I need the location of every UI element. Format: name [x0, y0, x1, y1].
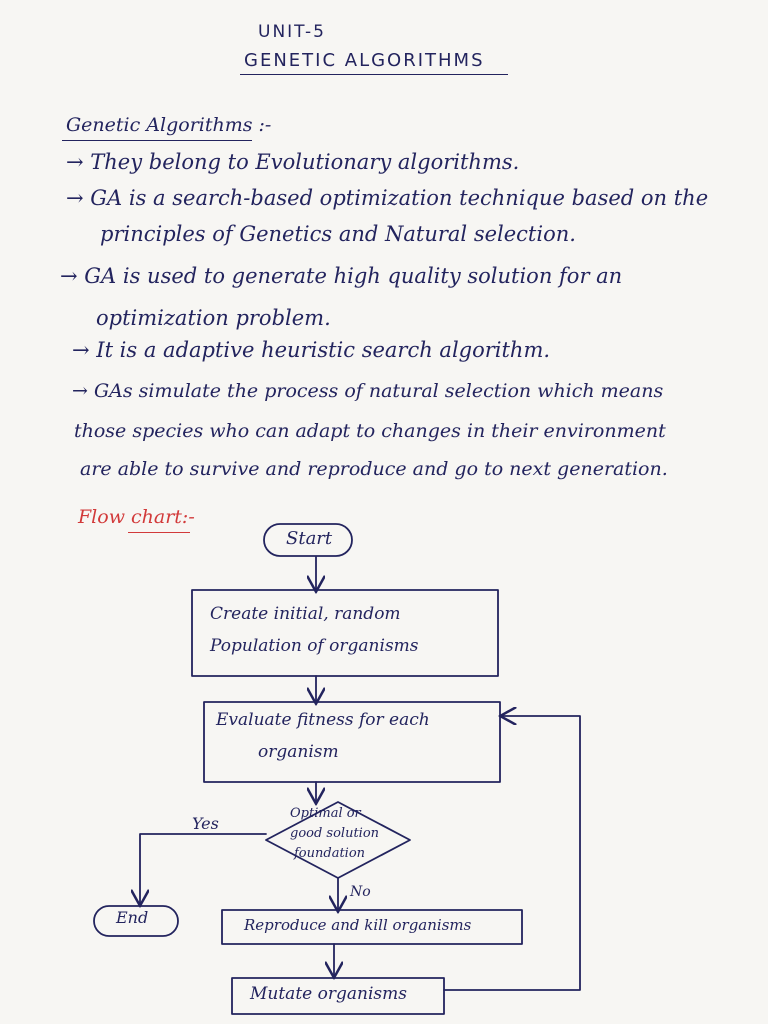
- arrow-loop-back: [443, 716, 581, 991]
- evaluate-fitness-box: [203, 701, 501, 783]
- section-heading-underline: [62, 140, 252, 141]
- create-label-line1: Create initial, random: [210, 604, 401, 624]
- start-label: Start: [286, 528, 333, 549]
- create-label-line2: Population of organisms: [210, 636, 419, 656]
- end-terminal: [93, 905, 179, 937]
- flowchart-heading-underline: [128, 532, 190, 533]
- note-line-7: → GAs simulate the process of natural se…: [72, 380, 664, 402]
- decision-label-line2: good solution: [290, 826, 380, 841]
- end-label: End: [116, 908, 149, 927]
- evaluate-label-line2: organism: [258, 742, 339, 762]
- title-underline: [240, 74, 508, 75]
- unit-label: UNIT-5: [258, 22, 326, 42]
- reproduce-box: [221, 909, 523, 945]
- mutate-box: [231, 977, 445, 1015]
- note-line-5: optimization problem.: [96, 306, 331, 330]
- yes-label: Yes: [192, 814, 219, 833]
- note-line-8: those species who can adapt to changes i…: [74, 420, 666, 442]
- section-heading: Genetic Algorithms :-: [66, 114, 272, 136]
- reproduce-label: Reproduce and kill organisms: [244, 916, 472, 934]
- note-line-3: principles of Genetics and Natural selec…: [100, 222, 576, 246]
- decision-label-line3: foundation: [294, 846, 366, 861]
- start-terminal: [263, 523, 353, 557]
- note-line-1: → They belong to Evolutionary algorithms…: [66, 150, 520, 174]
- page-title: GENETIC ALGORITHMS: [244, 50, 485, 71]
- create-population-box: [191, 589, 499, 677]
- note-line-9: are able to survive and reproduce and go…: [80, 458, 668, 480]
- mutate-label: Mutate organisms: [250, 984, 407, 1004]
- note-line-2: → GA is a search-based optimization tech…: [66, 186, 709, 210]
- no-label: No: [350, 884, 371, 900]
- note-line-4: → GA is used to generate high quality so…: [60, 264, 623, 288]
- evaluate-label-line1: Evaluate fitness for each: [216, 710, 430, 730]
- flowchart-heading: Flow chart:-: [78, 506, 195, 528]
- note-line-6: → It is a adaptive heuristic search algo…: [72, 338, 551, 362]
- decision-label-line1: Optimal or: [290, 806, 361, 821]
- arrow-yes-end: [140, 833, 267, 904]
